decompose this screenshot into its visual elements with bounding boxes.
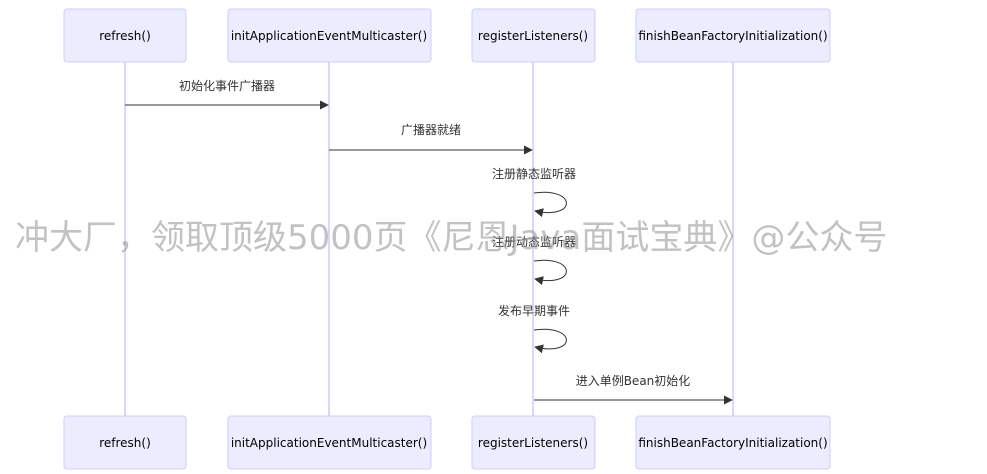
message-label-register-dynamic: 注册动态监听器 bbox=[492, 234, 576, 249]
message-self-loop-register-dynamic bbox=[533, 259, 567, 286]
actor-label: refresh() bbox=[99, 436, 151, 450]
actor-label: finishBeanFactoryInitialization() bbox=[638, 29, 827, 43]
actor-bottom-finish-bean-factory: finishBeanFactoryInitialization() bbox=[635, 415, 831, 470]
actor-label: registerListeners() bbox=[478, 29, 588, 43]
actor-top-init-multicaster: initApplicationEventMulticaster() bbox=[227, 8, 432, 63]
message-label-enter-singleton-init: 进入单例Bean初始化 bbox=[576, 374, 691, 388]
actor-top-finish-bean-factory: finishBeanFactoryInitialization() bbox=[635, 8, 831, 63]
message-label-register-static: 注册静态监听器 bbox=[492, 166, 576, 181]
actor-label: refresh() bbox=[99, 29, 151, 43]
actor-bottom-refresh: refresh() bbox=[63, 415, 187, 470]
actor-top-register-listeners: registerListeners() bbox=[471, 8, 596, 63]
actor-label: finishBeanFactoryInitialization() bbox=[638, 436, 827, 450]
message-label-init-multicaster: 初始化事件广播器 bbox=[179, 79, 275, 93]
message-self-loop-register-static bbox=[533, 191, 567, 218]
actor-label: initApplicationEventMulticaster() bbox=[231, 436, 427, 450]
actor-top-refresh: refresh() bbox=[63, 8, 187, 63]
actor-label: registerListeners() bbox=[478, 436, 588, 450]
message-label-multicaster-ready: 广播器就绪 bbox=[401, 123, 461, 137]
actor-bottom-register-listeners: registerListeners() bbox=[471, 415, 596, 470]
message-label-publish-early-events: 发布早期事件 bbox=[498, 303, 570, 318]
message-self-loop-publish-early-events bbox=[533, 328, 567, 354]
actor-bottom-init-multicaster: initApplicationEventMulticaster() bbox=[227, 415, 432, 470]
actor-label: initApplicationEventMulticaster() bbox=[231, 29, 427, 43]
